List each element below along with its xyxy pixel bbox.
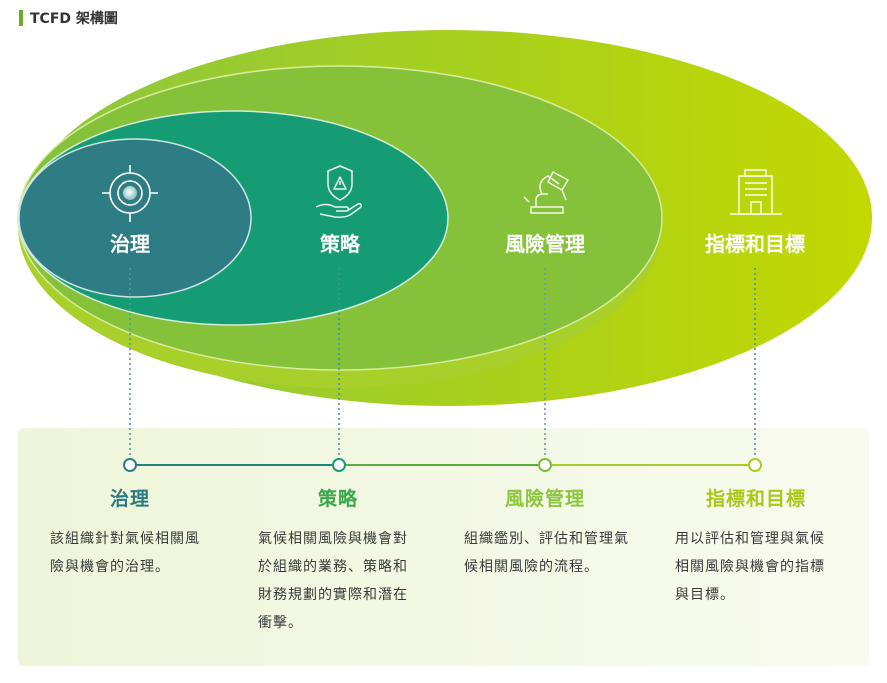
governance-column: 治理 該組織針對氣候相關風險與機會的治理。: [50, 484, 240, 581]
section-title-text: TCFD 架構圖: [30, 11, 118, 27]
description-panel: [18, 428, 869, 666]
strategy-column: 策略 氣候相關風險與機會對於組織的業務、策略和財務規劃的實際和潛在衝擊。: [258, 484, 448, 637]
metrics-heading: 指標和目標: [705, 488, 806, 510]
metrics-description: 用以評估和管理與氣候相關風險與機會的指標與目標。: [675, 531, 825, 603]
risk-heading: 風險管理: [504, 488, 585, 510]
lamp-icon: [523, 171, 569, 214]
strategy-heading: 策略: [317, 488, 358, 510]
shield-warning-hand-icon: [315, 165, 362, 218]
metrics-column: 指標和目標 用以評估和管理與氣候相關風險與機會的指標與目標。: [675, 484, 865, 609]
section-title: TCFD 架構圖: [19, 9, 118, 27]
strategy-ellipse-label: 策略: [320, 232, 361, 256]
building-icon: [730, 169, 782, 215]
timeline-node-strategy: [332, 458, 346, 472]
strategy-description: 氣候相關風險與機會對於組織的業務、策略和財務規劃的實際和潛在衝擊。: [258, 531, 408, 631]
risk-description: 組織鑑別、評估和管理氣候相關風險的流程。: [464, 531, 629, 575]
timeline-node-governance: [123, 458, 137, 472]
timeline-node-risk: [538, 458, 552, 472]
governance-ellipse-label: 治理: [110, 232, 150, 256]
governance-description: 該組織針對氣候相關風險與機會的治理。: [50, 531, 200, 575]
risk-ellipse-label: 風險管理: [505, 232, 585, 256]
target-icon: [102, 165, 158, 222]
title-accent-bar: [19, 10, 23, 26]
metrics-ellipse-label: 指標和目標: [705, 232, 805, 256]
timeline-node-metrics: [748, 458, 762, 472]
governance-ellipse: [18, 138, 252, 298]
risk-column: 風險管理 組織鑑別、評估和管理氣候相關風險的流程。: [464, 484, 654, 581]
governance-heading: 治理: [109, 488, 150, 510]
